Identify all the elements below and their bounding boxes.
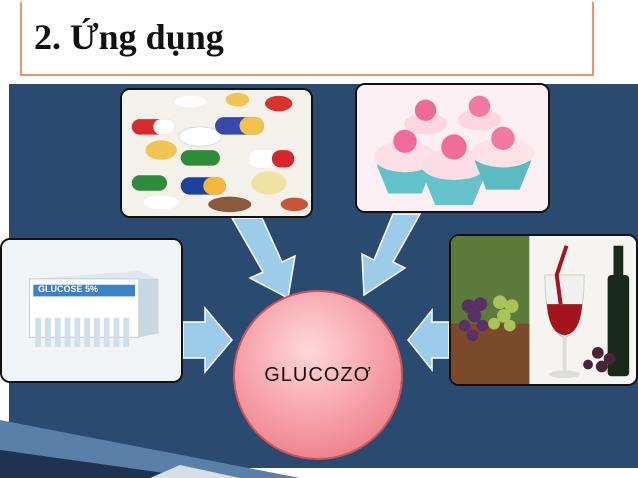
center-label: GLUCOZƠ [264, 363, 372, 386]
glucose-medicine-image: GLUCOSE 5% [0, 238, 183, 383]
glucoza-center-circle: GLUCOZƠ [233, 290, 403, 460]
title-box: 2. Ứng dụng [20, 2, 594, 76]
pills-image [120, 88, 313, 218]
slide-title: 2. Ứng dụng [34, 17, 224, 57]
wine-grapes-image [449, 234, 638, 386]
cupcakes-image [355, 83, 550, 213]
glucose-box-label: GLUCOSE 5% [38, 284, 99, 294]
